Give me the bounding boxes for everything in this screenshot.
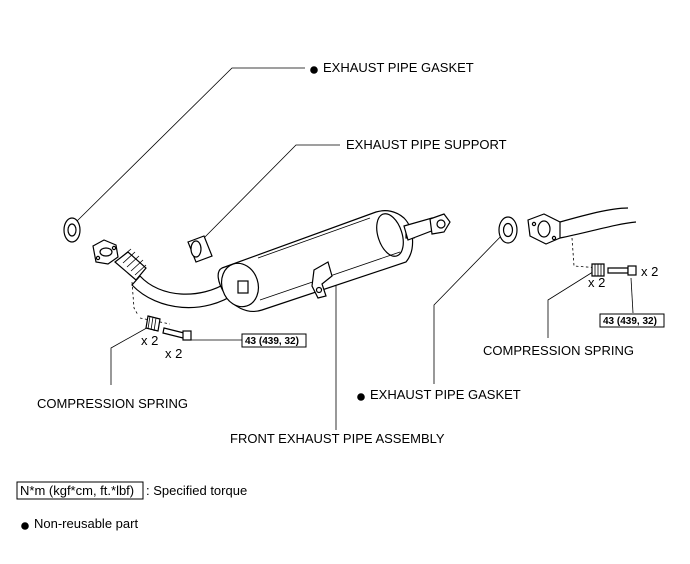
rear-pipe [527,207,637,269]
label-exhaust-pipe-gasket-mid: EXHAUST PIPE GASKET [370,387,521,402]
leader-torque-right [630,277,634,314]
label-compression-spring-left: COMPRESSION SPRING [37,396,188,411]
exhaust-pipe-gasket-top [63,217,81,243]
torque-value-right: 43 (439, 32) [603,316,657,327]
nonreusable-dot-gasket-mid [357,393,365,401]
leader-gasket-mid [433,229,508,384]
legend-nonreusable-desc: Non-reusable part [34,516,138,531]
qty-left-bolt: x 2 [165,346,182,361]
qty-left-spring: x 2 [141,333,158,348]
legend-torque-unit: N*m (kgf*cm, ft.*lbf) [20,483,134,498]
legend-torque-box [16,481,144,500]
label-exhaust-pipe-support: EXHAUST PIPE SUPPORT [346,137,507,152]
qty-right-bolt: x 2 [641,264,658,279]
leader-spring-right [547,269,597,338]
front-exhaust-pipe-assembly [92,210,451,316]
label-compression-spring-right: COMPRESSION SPRING [483,343,634,358]
label-front-exhaust-pipe-assembly: FRONT EXHAUST PIPE ASSEMBLY [230,431,445,446]
left-spring-bolt [139,315,192,341]
leader-assembly [325,279,337,430]
torque-box-right [599,313,665,328]
legend-torque-desc: : Specified torque [146,483,247,498]
torque-box-left [241,333,307,348]
legend-nonreusable-dot [21,522,29,530]
leader-gasket-top [75,67,305,223]
qty-right-spring: x 2 [588,275,605,290]
label-exhaust-pipe-gasket-top: EXHAUST PIPE GASKET [323,60,474,75]
exhaust-pipe-gasket-mid [498,216,518,244]
nonreusable-dot-gasket-top [310,66,318,74]
leader-support [199,144,340,243]
leader-spring-left [110,324,153,385]
torque-value-left: 43 (439, 32) [245,336,299,347]
right-spring-bolt [591,263,637,277]
